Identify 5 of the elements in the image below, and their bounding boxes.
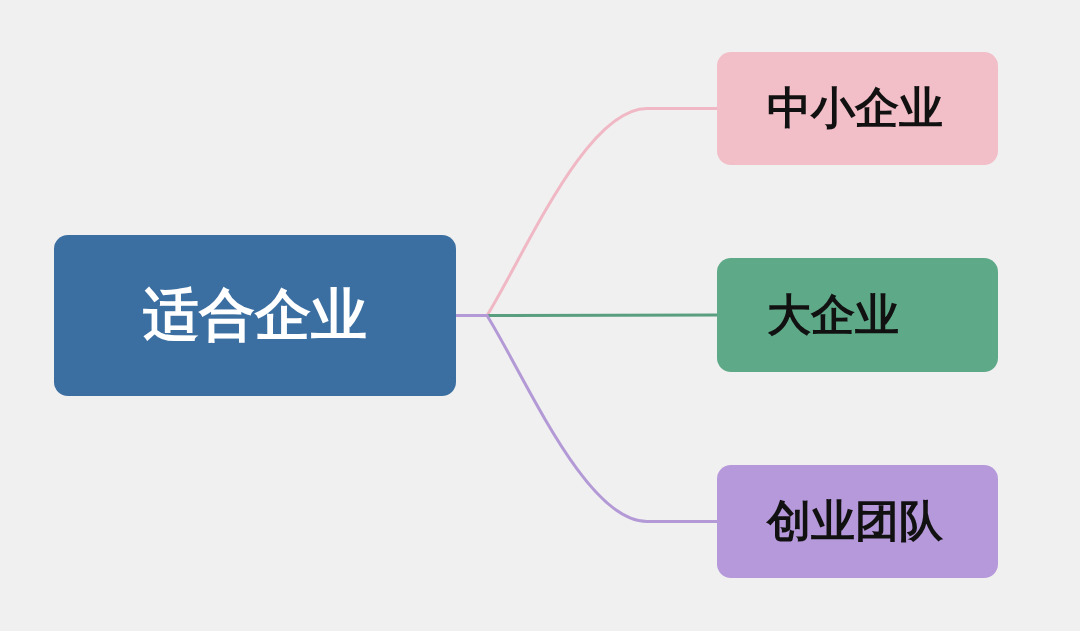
central-topic-box: 适合企业: [54, 235, 456, 396]
subtopic-box: 大企业: [717, 258, 998, 372]
subtopic-box: 中小企业: [717, 52, 998, 165]
connector-line: [456, 314, 717, 523]
subtopic-box: 创业团队: [717, 465, 998, 578]
